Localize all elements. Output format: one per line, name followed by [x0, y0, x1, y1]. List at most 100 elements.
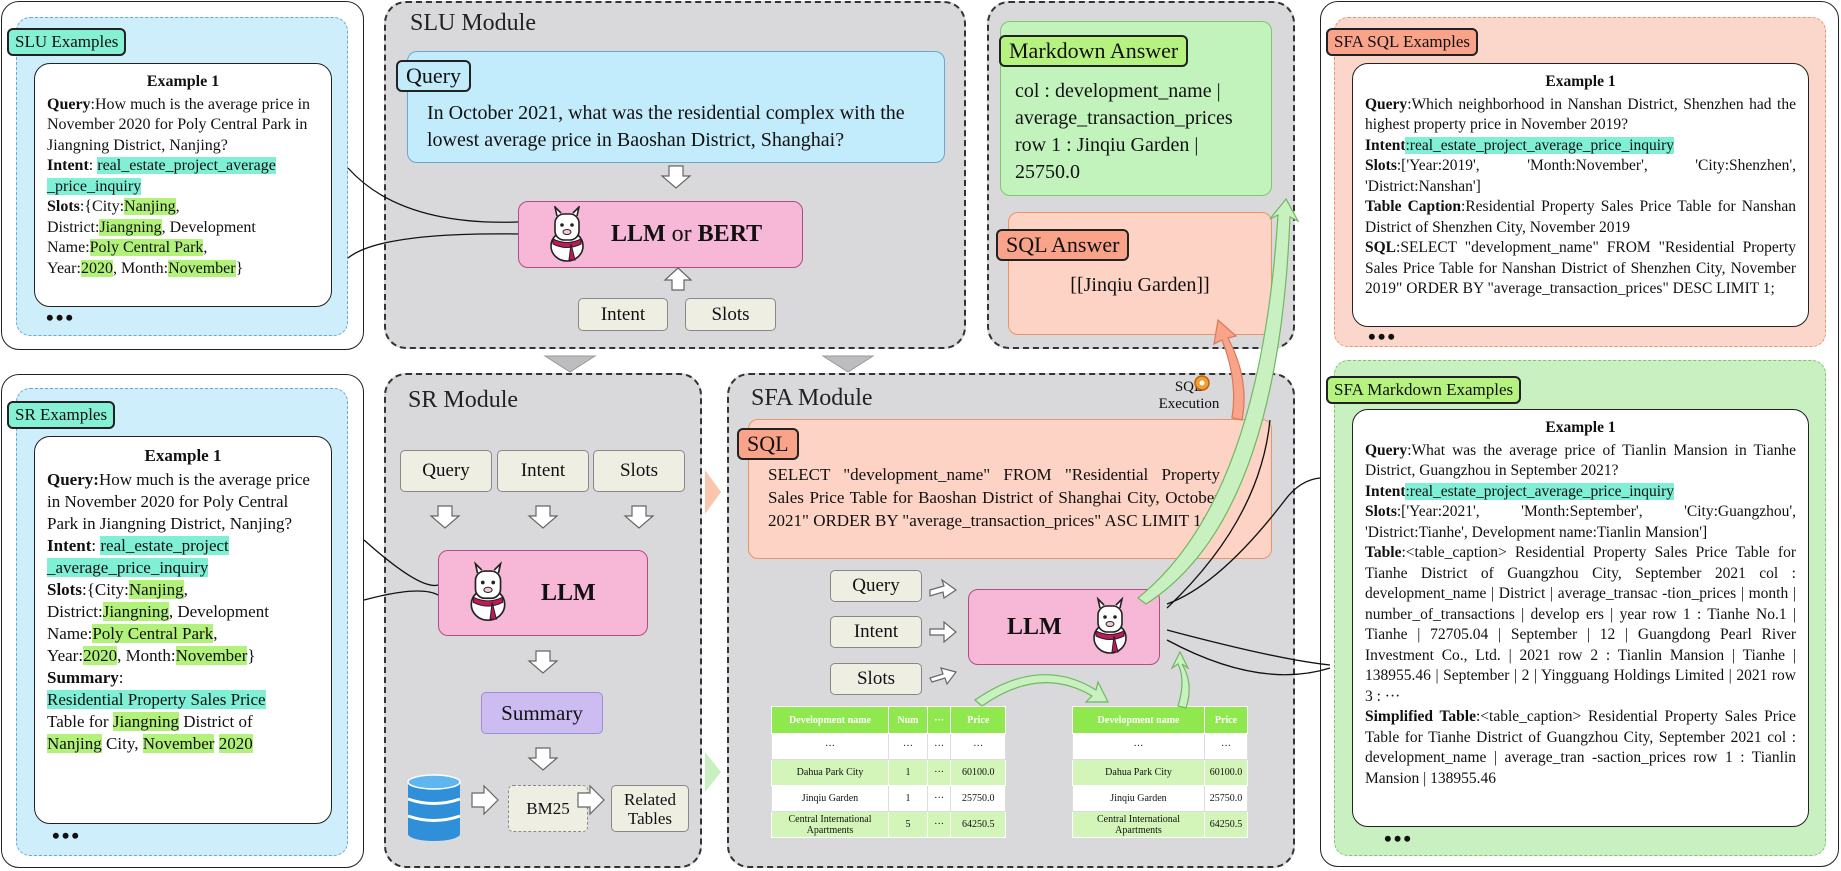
table-header: Development name [771, 706, 889, 734]
slu-query-text: In October 2021, what was the residentia… [427, 102, 905, 151]
slot-key: District: [47, 218, 100, 236]
summary-label: Summary [47, 668, 119, 687]
summary-text: City, [106, 734, 139, 753]
slot-key: , Development Name: [47, 218, 256, 257]
table-cell: ··· [926, 733, 952, 760]
slots-text: :['Year:2019', 'Month:November', 'City:S… [1365, 157, 1796, 195]
table-label: Table [1365, 544, 1402, 561]
slot-key: Year: [47, 646, 84, 665]
sfa-module-title: SFA Module [751, 385, 873, 411]
table-cell: ··· [926, 759, 952, 786]
intent-value: real_estate_project [100, 536, 229, 555]
table-cell: ··· [771, 733, 889, 760]
summary-city: Nanjing [47, 734, 102, 753]
slot-key: :{City: [79, 198, 125, 215]
slots-label: Slots [47, 580, 82, 599]
slu-query-box [407, 51, 945, 163]
slot-key: District: [47, 602, 103, 621]
slot-month: November [168, 259, 236, 277]
slot-development: Poly Central Park [89, 239, 204, 256]
table-row: ············ [771, 733, 1006, 760]
query-label: Query: [47, 470, 99, 489]
right-arrow [705, 470, 721, 514]
table-cell: 60100.0 [1204, 759, 1248, 786]
example-title: Example 1 [1545, 73, 1616, 90]
table-header: Price [950, 706, 1006, 734]
summary-month: November [142, 734, 215, 753]
summary-text: Table for [47, 712, 109, 731]
sfa-sql-example-card: Example 1 Query:Which neighborhood in Na… [1352, 63, 1809, 327]
down-arrow [543, 355, 597, 373]
slot-key: :{City: [81, 580, 129, 599]
sr-llm-box: LLM [438, 550, 648, 636]
sr-query-input: Query [400, 450, 492, 492]
slot-year: 2020 [80, 259, 113, 277]
table-row: ······ [1072, 733, 1248, 760]
sr-bm25-box: BM25 [508, 785, 588, 832]
example-title: Example 1 [146, 73, 220, 90]
sfa-md-examples-tag: SFA Markdown Examples [1326, 376, 1522, 404]
sr-related-tables-box: Related Tables [611, 785, 689, 832]
sql-execution-label: SQL Execution [1158, 379, 1220, 412]
table-cell: 1 [888, 759, 928, 786]
database-icon [407, 774, 461, 841]
sr-intent-input: Intent [497, 450, 589, 492]
query-text: :What was the average price of Tianlin M… [1365, 441, 1796, 480]
table-cell: Central International Apartments [771, 811, 889, 838]
slot-city: Nanjing [124, 198, 176, 215]
simplified-table-text: :<table_caption> Residential Property Sa… [1365, 708, 1797, 787]
llama-icon [550, 205, 584, 262]
table-header: Price [1204, 706, 1248, 734]
sr-examples-ellipsis: ••• [52, 823, 82, 848]
sfa-intent-input: Intent [830, 616, 922, 648]
slu-llm-bert-box: LLM or BERT [518, 201, 803, 268]
slot-month: November [175, 646, 248, 665]
slu-examples-tag: SLU Examples [7, 28, 127, 56]
table-cell: 5 [888, 811, 928, 838]
example-title: Example 1 [1545, 419, 1616, 436]
table-cell: ··· [926, 811, 952, 838]
table-cell: ··· [1072, 733, 1205, 760]
query-text: How much is the average price in Novembe… [47, 470, 310, 533]
or-label: or [671, 221, 692, 247]
llama-icon [470, 561, 506, 622]
full-table: Development name Num ··· Price ·········… [771, 706, 1006, 838]
example-title: Example 1 [144, 446, 222, 465]
sr-example-card: Example 1 Query:How much is the average … [34, 436, 332, 824]
gear-icon [1194, 375, 1210, 391]
slots-label: Slots [47, 198, 80, 215]
sr-slots-input: Slots [593, 450, 685, 492]
table-header: Development name [1072, 706, 1205, 734]
sfa-slots-input: Slots [830, 663, 922, 695]
table-cell: ··· [888, 733, 928, 760]
sr-examples-tag: SR Examples [7, 401, 116, 429]
table-caption-label: Table Caption [1365, 198, 1462, 215]
query-label: Query [1365, 95, 1408, 113]
bert-label: BERT [697, 221, 763, 247]
table-cell: ··· [926, 785, 952, 812]
slu-intent-output: Intent [578, 298, 668, 331]
slot-end: } [235, 259, 244, 277]
sfa-sql-examples-ellipsis: ••• [1368, 324, 1398, 349]
intent-value: :real_estate_project_average_price_inqui… [1405, 482, 1675, 500]
right-arrow [705, 752, 721, 792]
slu-query-tag: Query [396, 60, 471, 92]
sr-module-title: SR Module [408, 387, 519, 413]
slot-year: 2020 [83, 646, 118, 665]
sql-answer-tag: SQL Answer [996, 229, 1130, 261]
table-cell: 1 [888, 785, 928, 812]
intent-label: Intent [1365, 482, 1406, 500]
table-cell: ··· [1204, 733, 1248, 760]
slots-label: Slots [1365, 157, 1397, 174]
table-cell: 25750.0 [1204, 785, 1248, 812]
sfa-sql-tag: SQL [737, 428, 799, 460]
intent-label: Intent [47, 536, 92, 555]
summary-district: Jiangning [112, 712, 179, 731]
table-caption-text: :Residential Property Sales Price Table … [1365, 198, 1797, 236]
query-label: Query [1365, 441, 1408, 459]
